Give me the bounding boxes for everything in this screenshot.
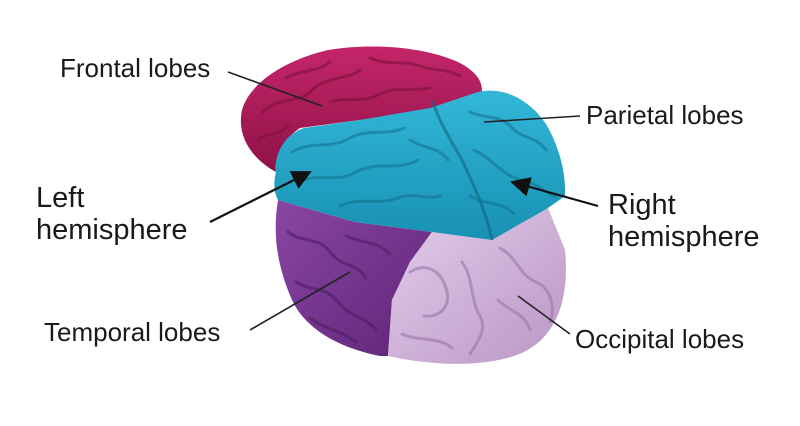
temporal-lobes-label: Temporal lobes bbox=[44, 317, 221, 347]
left-hemisphere-label-line2: hemisphere bbox=[36, 213, 188, 246]
leader-lines bbox=[227, 71, 581, 335]
occipital-lobes-label: Occipital lobes bbox=[575, 324, 745, 354]
left-hemisphere-label-line1: Left bbox=[36, 182, 85, 214]
left-hemisphere-arrow bbox=[209, 171, 312, 223]
right-hemisphere-arrow bbox=[510, 177, 599, 208]
frontal-lobes-label: Frontal lobes bbox=[60, 53, 211, 83]
longitudinal-fissure bbox=[430, 99, 494, 241]
leader-parietal bbox=[483, 115, 581, 123]
right-hemisphere-label-line2: hemisphere bbox=[608, 220, 760, 253]
right-hemisphere-label: Right hemisphere bbox=[608, 189, 760, 254]
leader-frontal bbox=[227, 71, 323, 107]
occipital-lobe bbox=[388, 208, 566, 364]
right-hemisphere-label-line1: Right bbox=[608, 189, 676, 221]
parietal-lobes-label: Parietal lobes bbox=[586, 100, 744, 130]
leader-occipital bbox=[517, 295, 571, 335]
leader-temporal bbox=[249, 271, 351, 331]
left-hemisphere-label: Left hemisphere bbox=[36, 182, 188, 247]
hemisphere-arrows bbox=[209, 171, 599, 223]
frontal-lobe bbox=[240, 46, 482, 172]
temporal-lobe bbox=[275, 200, 432, 356]
